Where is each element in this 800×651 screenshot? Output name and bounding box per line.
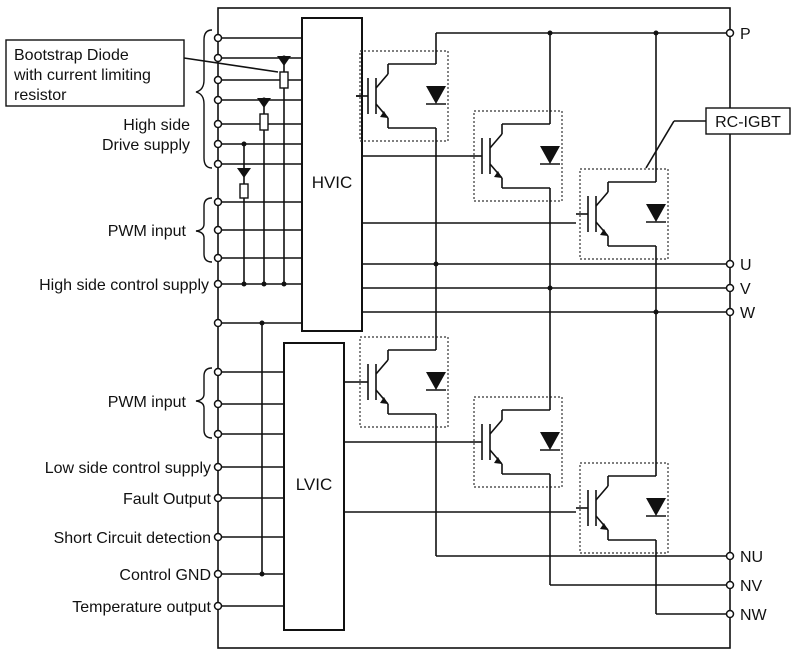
label-low-side-control-supply: Low side control supply <box>45 460 211 477</box>
bootstrap-callout: Bootstrap Diode with current limiting re… <box>5 39 279 107</box>
lvic-block: LVIC <box>283 342 345 631</box>
left-wiring <box>218 37 302 607</box>
hvic-label: HVIC <box>312 173 353 192</box>
igbt-high-u <box>355 50 449 142</box>
lvic-label: LVIC <box>296 475 333 494</box>
terminal-u: U <box>740 257 752 274</box>
label-pwm-input-high: PWM input <box>108 223 187 240</box>
rc-igbt-callout: RC-IGBT <box>645 107 791 169</box>
rc-igbt-label: RC-IGBT <box>715 114 781 131</box>
module-outline <box>217 7 731 649</box>
left-terminals <box>213 33 223 611</box>
bootstrap-line-3: resistor <box>14 87 67 104</box>
power-wiring <box>362 30 730 615</box>
terminal-nu: NU <box>740 549 763 566</box>
label-high-side-drive-1: High side <box>123 117 190 134</box>
bootstrap-line-2: with current limiting <box>13 67 151 84</box>
label-fault-output: Fault Output <box>123 491 212 508</box>
terminal-w: W <box>740 305 756 322</box>
igbt-low-v <box>469 396 563 488</box>
label-high-side-drive-2: Drive supply <box>102 137 190 154</box>
label-temperature-output: Temperature output <box>72 599 211 616</box>
bootstrap-line-1: Bootstrap Diode <box>14 47 129 64</box>
label-short-circuit-detection: Short Circuit detection <box>54 530 211 547</box>
terminal-nv: NV <box>740 578 763 595</box>
label-control-gnd: Control GND <box>119 567 211 584</box>
igbt-high-w <box>575 168 669 260</box>
terminal-v: V <box>740 281 751 298</box>
hvic-block: HVIC <box>301 17 363 332</box>
igbt-low-w <box>575 462 669 554</box>
igbt-high-v <box>469 110 563 202</box>
right-terminals <box>725 28 735 619</box>
terminal-nw: NW <box>740 607 768 624</box>
gate-wires <box>344 95 576 513</box>
braces <box>195 29 213 439</box>
label-pwm-input-low: PWM input <box>108 394 187 411</box>
terminal-p: P <box>740 26 751 43</box>
label-high-side-control-supply: High side control supply <box>39 277 209 294</box>
igbt-low-u <box>355 336 449 428</box>
